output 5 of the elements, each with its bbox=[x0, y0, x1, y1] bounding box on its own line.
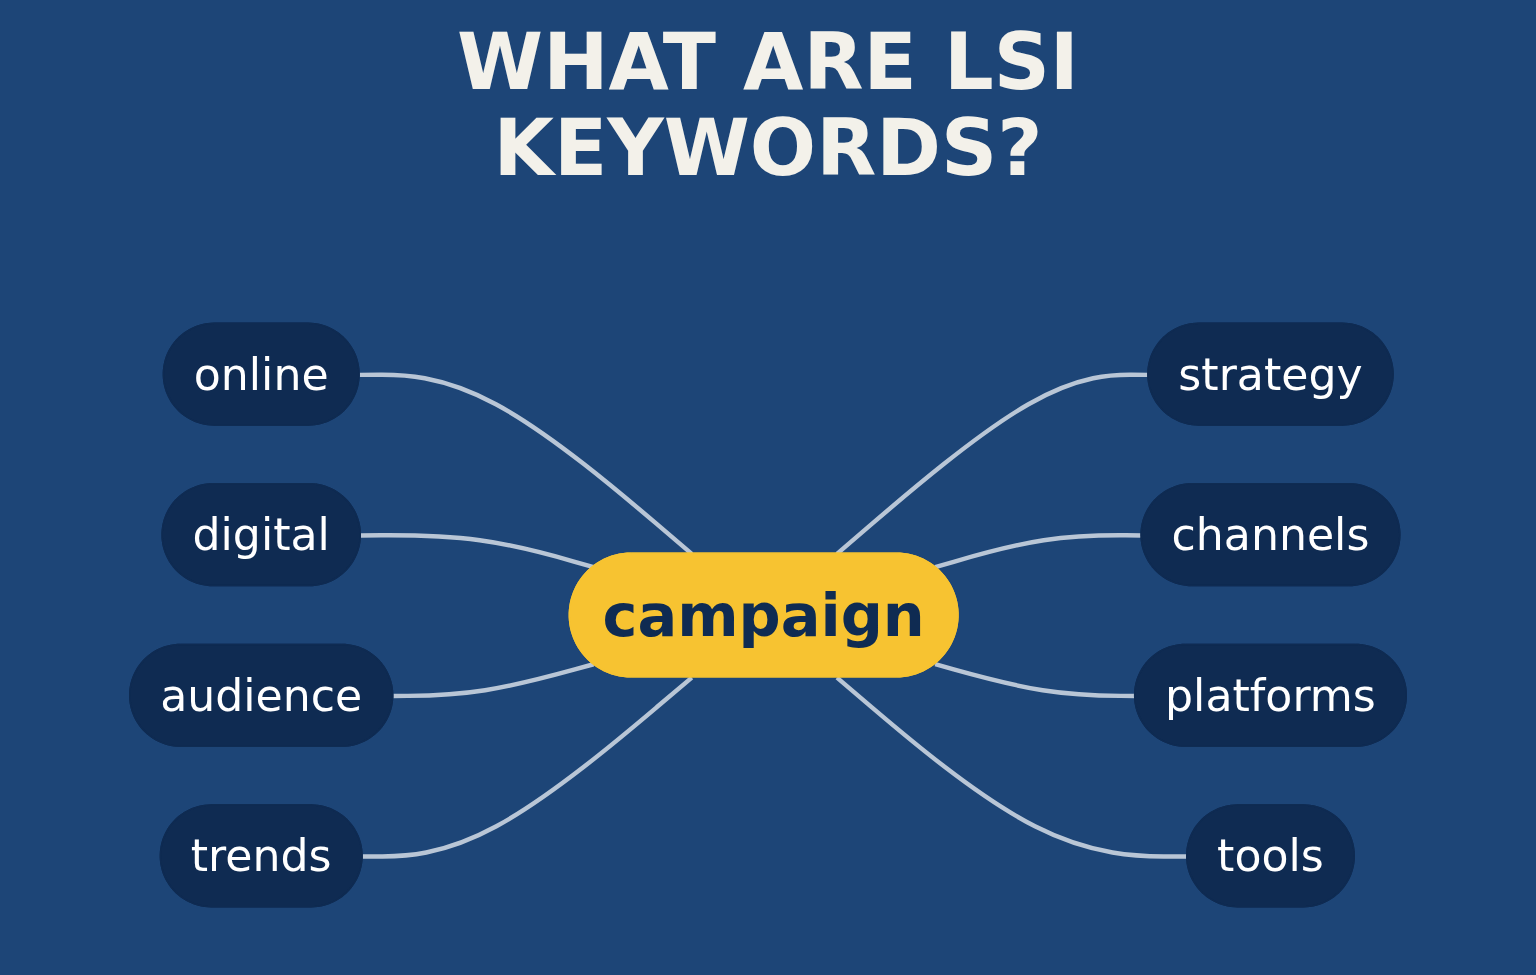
connector bbox=[934, 533, 1142, 570]
title: WHAT ARE LSI KEYWORDS? bbox=[456, 20, 1080, 192]
connector bbox=[360, 533, 595, 570]
connector bbox=[393, 662, 595, 699]
connector bbox=[362, 675, 694, 859]
